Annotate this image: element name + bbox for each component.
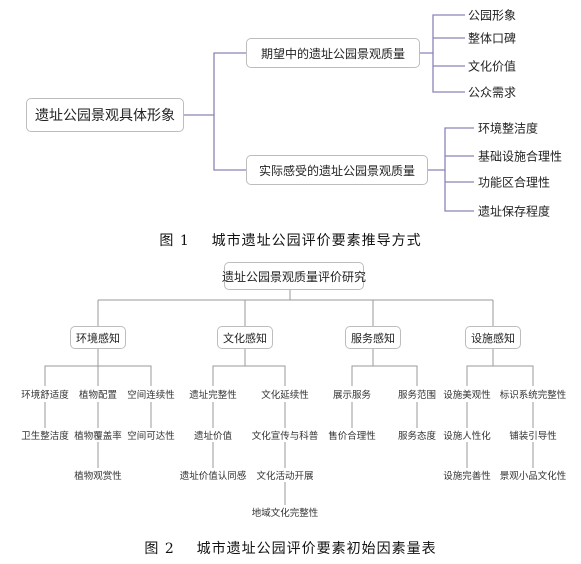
fig2-leaf-item: 遗址完整性 (189, 390, 237, 401)
fig2-category-node: 环境感知 (70, 326, 126, 349)
fig2-connectors (44, 290, 534, 505)
fig2-category-node: 设施感知 (465, 326, 521, 349)
fig2-caption: 图 2 城市遗址公园评价要素初始因素量表 (144, 541, 437, 557)
fig2-leaf-item: 文化宣传与科普 (251, 431, 319, 442)
fig2-leaf-item: 设施美观性 (443, 390, 491, 401)
fig2-leaf-item: 展示服务 (332, 390, 372, 401)
fig2-leaf-item: 植物配置 (78, 390, 118, 401)
fig2-category-node: 服务感知 (345, 326, 401, 349)
fig2-leaf-item: 服务范围 (397, 390, 437, 401)
fig1-actual-item: 环境整洁度 (478, 121, 539, 136)
fig2-leaf-item: 环境舒适度 (21, 390, 69, 401)
fig2-leaf-item: 设施完善性 (443, 471, 491, 482)
fig2-leaf-item: 标识系统完整性 (499, 390, 567, 401)
fig2-category-node: 文化感知 (217, 326, 273, 349)
fig1-actual-item: 基础设施合理性 (478, 149, 563, 164)
fig2-leaf-item: 空间可达性 (127, 431, 175, 442)
fig2-leaf-item: 空间连续性 (127, 390, 175, 401)
fig2-leaf-item: 售价合理性 (328, 431, 376, 442)
fig1-branch-expected-node: 期望中的遗址公园景观质量 (246, 38, 420, 68)
fig2-leaf-item: 服务态度 (397, 431, 437, 442)
fig2-leaf-item: 文化延续性 (261, 390, 309, 401)
fig1-expected-item: 整体口碑 (468, 31, 517, 46)
fig2-leaf-item: 植物观赏性 (74, 471, 122, 482)
fig1-expected-item: 公众需求 (468, 85, 517, 100)
fig1-connectors (184, 14, 474, 212)
fig1-caption: 图 1 城市遗址公园评价要素推导方式 (159, 233, 422, 249)
fig2-leaf-item: 植物覆盖率 (74, 431, 122, 442)
fig2-leaf-item: 卫生整洁度 (21, 431, 69, 442)
fig1-root-node: 遗址公园景观具体形象 (26, 98, 184, 132)
fig1-expected-item: 公园形象 (468, 8, 517, 23)
fig2-leaf-item: 景观小品文化性 (499, 471, 567, 482)
fig2-root-node: 遗址公园景观质量评价研究 (222, 262, 366, 290)
fig2-leaf-item: 文化活动开展 (256, 471, 314, 482)
fig2-leaf-item: 设施人性化 (443, 431, 491, 442)
fig1-actual-item: 遗址保存程度 (478, 204, 551, 219)
fig2-leaf-item: 铺装引导性 (509, 431, 557, 442)
fig1-branch-actual-node: 实际感受的遗址公园景观质量 (246, 155, 428, 185)
fig2-leaf-item: 地域文化完整性 (251, 508, 319, 519)
fig2-leaf-item: 遗址价值认同感 (179, 471, 247, 482)
fig1-actual-item: 功能区合理性 (478, 175, 551, 190)
fig1-expected-item: 文化价值 (468, 59, 517, 74)
fig2-leaf-item: 遗址价值 (193, 431, 233, 442)
